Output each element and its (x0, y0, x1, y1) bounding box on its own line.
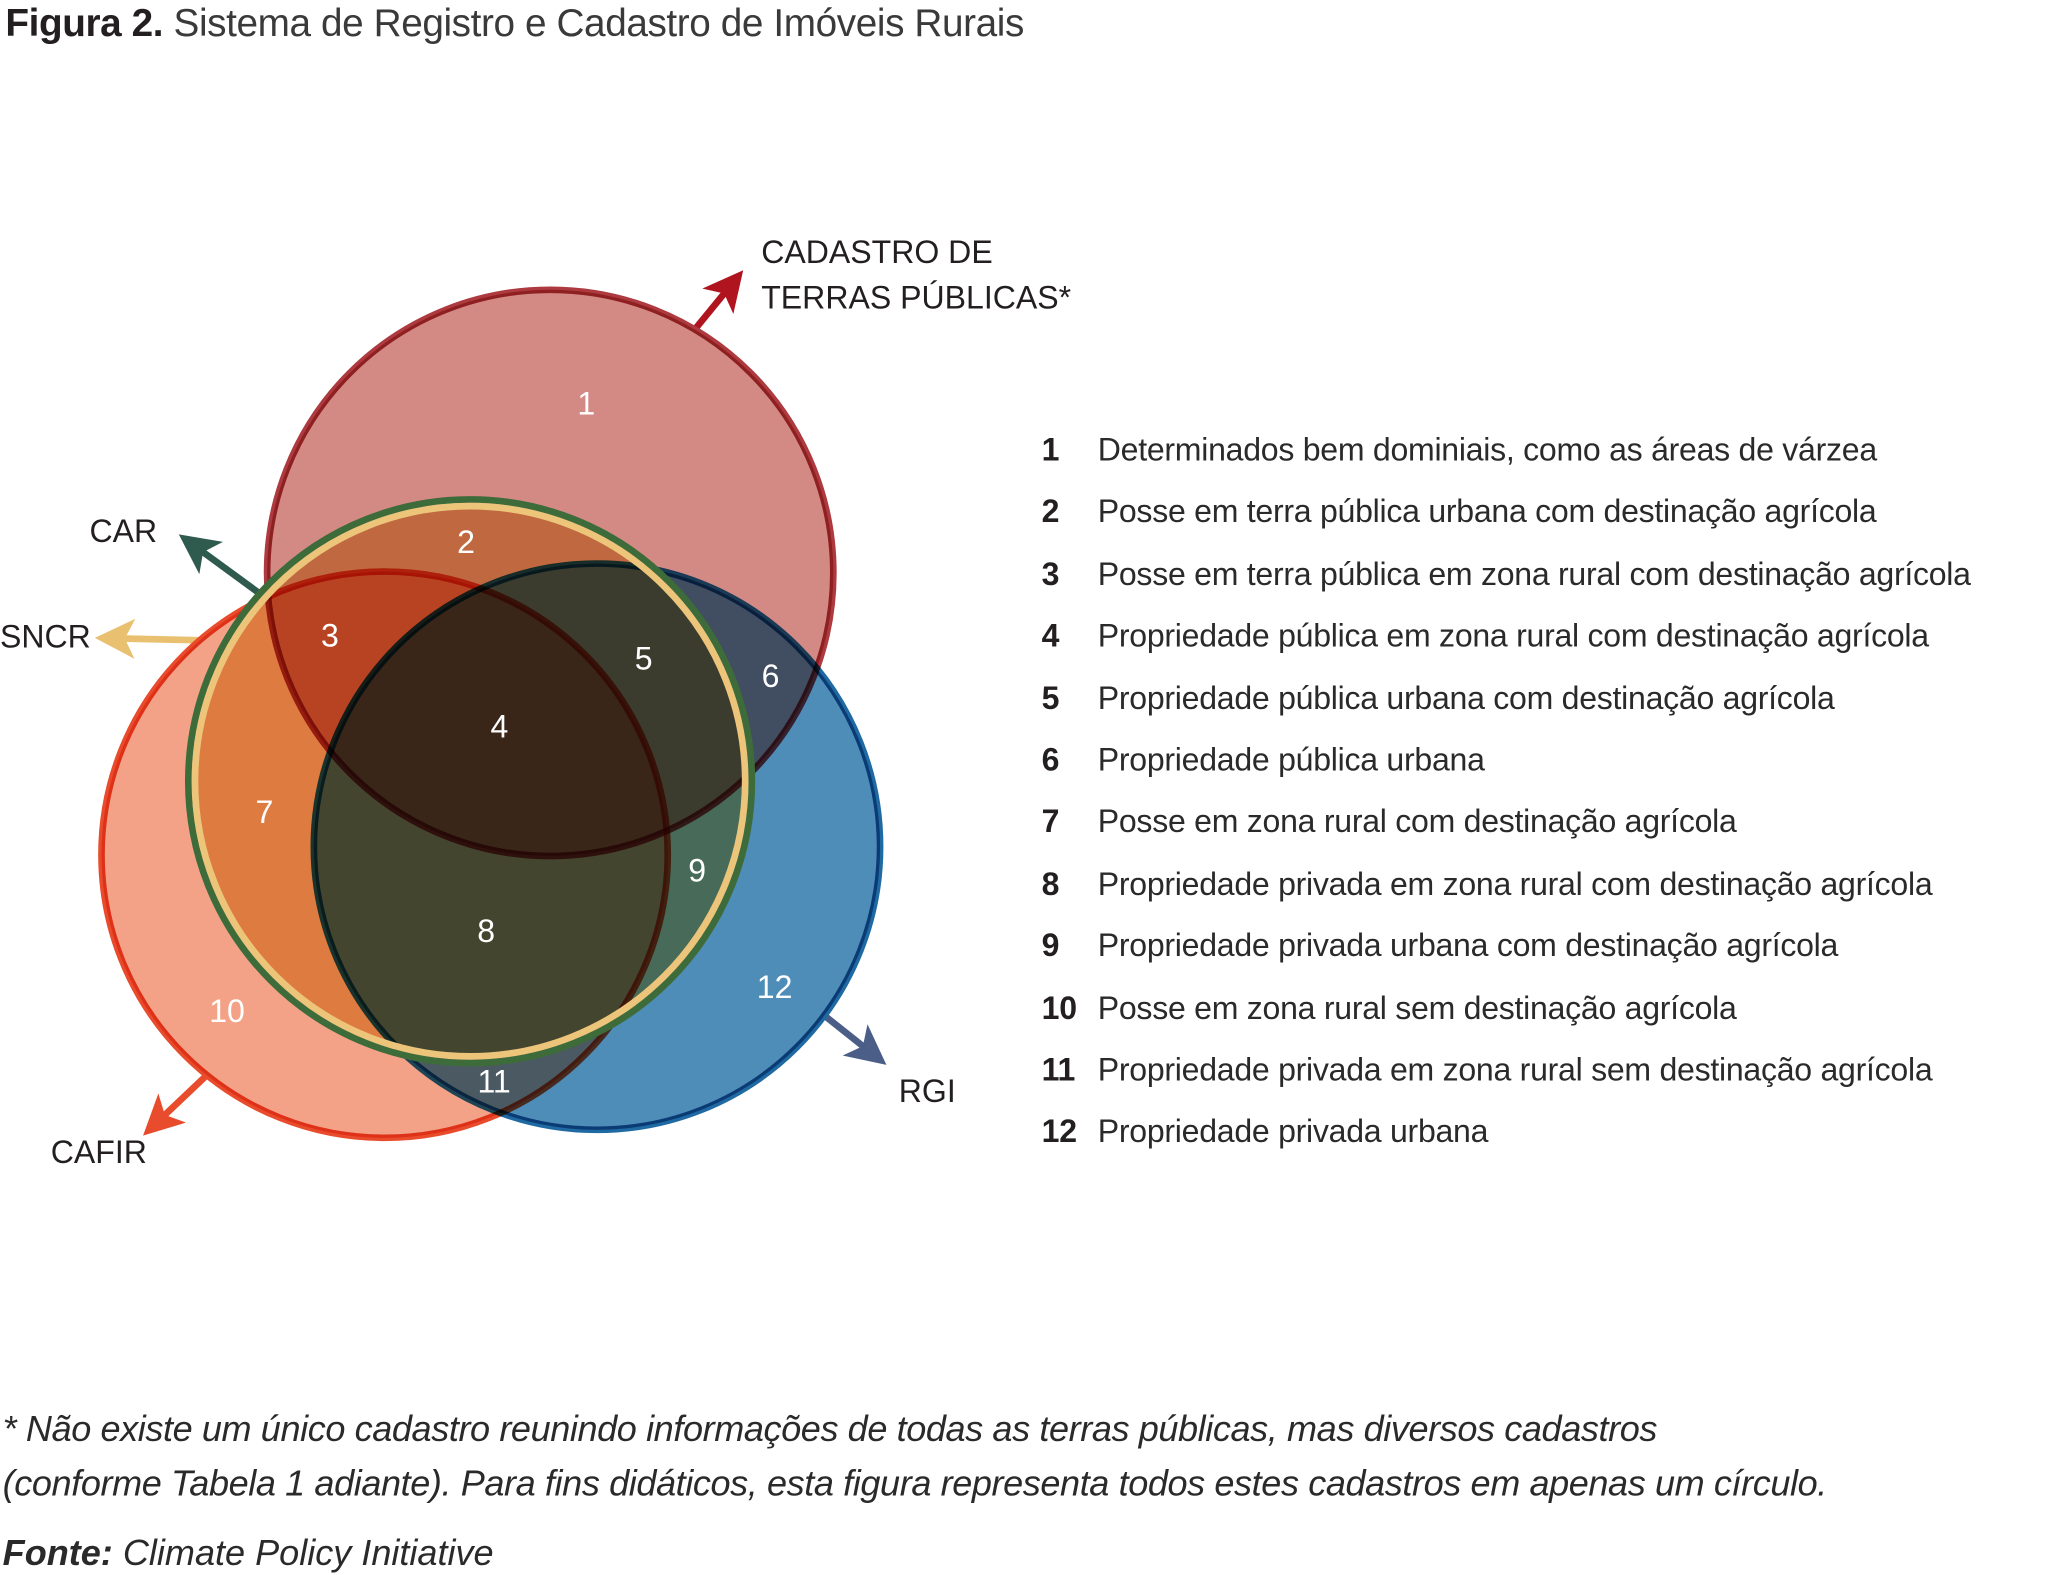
public-lands-outline (263, 286, 837, 860)
figure-title: Figura 2. Sistema de Registro e Cadastro… (5, 3, 1024, 47)
figure-title-text: Sistema de Registro e Cadastro de Imóvei… (173, 2, 1025, 46)
legend-text: Propriedade privada em zona rural sem de… (1097, 1052, 1933, 1089)
legend-item: 10 Posse em zona rural sem destinação agr… (1042, 990, 1971, 1052)
public-lands-arrow (691, 270, 744, 332)
legend-text: Determinados bem dominiais, como as área… (1097, 432, 1877, 469)
legend-number: 4 (1041, 618, 1060, 655)
source: Fonte: Climate Policy Initiative (3, 1533, 494, 1574)
rgi-outline (310, 560, 884, 1134)
cafir-outline (98, 568, 672, 1142)
sncr-outline (191, 502, 749, 1060)
legend-item: 2 Posse em terra pública urbana com desti… (1042, 495, 1971, 557)
car-label: CAR (89, 513, 157, 549)
footnote-line-2: (conforme Tabela 1 adiante). Para fins d… (2, 1463, 1828, 1504)
legend-item: 12 Propriedade privada urbana (1042, 1114, 1971, 1176)
legend-text: Propriedade pública em zona rural com de… (1097, 618, 1929, 655)
car-outline (184, 496, 756, 1067)
legend: 1 Determinados bem dominiais, como as áre… (1042, 433, 1971, 1176)
region-12: 12 (757, 969, 793, 1005)
legend-item: 5 Propriedade pública urbana com destinaç… (1042, 681, 1971, 743)
source-text: Climate Policy Initiative (122, 1533, 494, 1574)
public-lands-label-line2: TERRAS PÚBLICAS* (761, 279, 1071, 315)
legend-item: 4 Propriedade pública em zona rural com d… (1042, 619, 1971, 681)
legend-text: Propriedade pública urbana (1097, 742, 1485, 779)
legend-item: 7 Posse em zona rural com destinação agrí… (1042, 804, 1971, 866)
region-11: 11 (477, 1064, 510, 1100)
region-1: 1 (577, 385, 595, 421)
region-8: 8 (477, 913, 495, 949)
legend-text: Propriedade privada em zona rural com de… (1097, 866, 1933, 903)
legend-text: Propriedade pública urbana com destinaçã… (1097, 680, 1835, 717)
legend-item: 6 Propriedade pública urbana (1042, 742, 1971, 804)
region-3: 3 (321, 618, 339, 654)
public-lands-label-line1: CADASTRO DE (761, 234, 992, 270)
region-6: 6 (762, 658, 780, 694)
legend-item: 8 Propriedade privada em zona rural com d… (1042, 866, 1971, 928)
region-10: 10 (209, 993, 245, 1029)
rgi-arrow (823, 1013, 887, 1065)
legend-item: 1 Determinados bem dominiais, como as áre… (1042, 433, 1971, 495)
legend-number: 11 (1041, 1052, 1076, 1089)
legend-item: 11 Propriedade privada em zona rural sem … (1042, 1052, 1971, 1114)
figure-number: Figura 2. (5, 2, 164, 46)
legend-text: Posse em terra pública urbana com destin… (1097, 494, 1877, 531)
legend-number: 5 (1041, 680, 1060, 717)
legend-text: Posse em zona rural sem destinação agríc… (1097, 990, 1737, 1027)
region-2: 2 (457, 524, 475, 560)
legend-number: 8 (1041, 866, 1060, 903)
region-4: 4 (491, 709, 509, 745)
footnote: * Não existe um único cadastro reunindo … (2, 1402, 1828, 1512)
legend-number: 2 (1041, 494, 1060, 531)
legend-text: Posse em terra pública em zona rural com… (1097, 556, 1971, 593)
cafir-arrow (143, 1071, 211, 1136)
car-sncr-circle (192, 503, 748, 1060)
legend-number: 1 (1041, 432, 1060, 469)
legend-item: 9 Propriedade privada urbana com destinaç… (1042, 928, 1971, 990)
legend-text: Propriedade privada urbana com destinaçã… (1097, 928, 1839, 965)
region-9: 9 (688, 853, 706, 889)
legend-number: 3 (1041, 556, 1060, 593)
sncr-label: SNCR (0, 619, 91, 655)
legend-text: Posse em zona rural com destinação agríc… (1097, 804, 1737, 841)
rgi-label: RGI (899, 1073, 956, 1109)
legend-text: Propriedade privada urbana (1097, 1114, 1489, 1151)
footnote-line-1: * Não existe um único cadastro reunindo … (2, 1408, 1658, 1449)
legend-item: 3 Posse em terra pública em zona rural co… (1042, 557, 1971, 619)
source-label: Fonte: (2, 1533, 113, 1574)
legend-number: 7 (1041, 804, 1060, 841)
legend-number: 10 (1041, 990, 1077, 1027)
legend-number: 12 (1041, 1114, 1077, 1151)
region-5: 5 (635, 640, 653, 676)
cafir-label: CAFIR (51, 1134, 147, 1170)
car-arrow (178, 534, 267, 600)
region-7: 7 (256, 794, 274, 830)
legend-number: 9 (1041, 928, 1060, 965)
legend-number: 6 (1041, 742, 1060, 779)
